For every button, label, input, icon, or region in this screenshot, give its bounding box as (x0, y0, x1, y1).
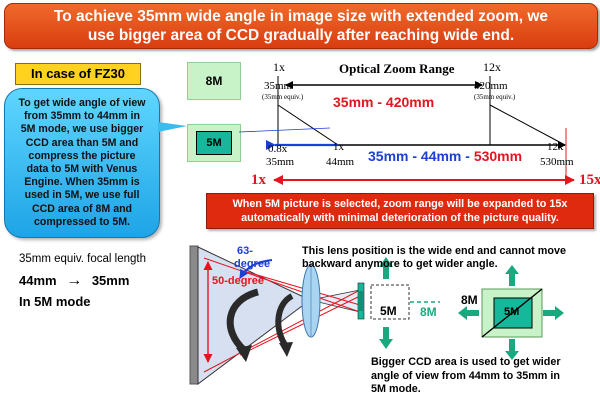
callout-line: data to 5M with Venus (26, 163, 138, 176)
focal-to: 35mm (91, 273, 130, 288)
sensor-5m-inner: 5M (196, 131, 232, 155)
wide-angle-pointer (239, 259, 273, 279)
expansion-line-1: When 5M picture is selected, zoom range … (232, 198, 568, 210)
ccd-right-arrow-icon (543, 306, 564, 320)
callout-line: Engine. When 35mm is (24, 176, 140, 189)
curved-arrow-right-icon (275, 293, 294, 348)
ray-4 (239, 295, 361, 356)
title-text: To achieve 35mm wide angle in image size… (5, 7, 597, 45)
ray-3 (239, 269, 361, 306)
narrow-angle-label: 50-degree (212, 275, 264, 287)
sensor-5m-box: 5M (187, 124, 241, 162)
mark-1x-label: 1x (333, 141, 344, 153)
right-equiv-label: (35mm equiv.) (474, 93, 516, 101)
green-down-arrow-icon (379, 327, 393, 349)
bottom-note-line: Bigger CCD area is used to get wider (371, 356, 561, 368)
pointer-line (238, 127, 331, 133)
title-line-2: use bigger area of CCD gradually after r… (87, 27, 515, 44)
left-focal-label: 35mm (264, 80, 293, 92)
callout-line: used in 5M, we use full (24, 189, 140, 202)
mark-12x-label: 12x (547, 141, 564, 153)
callout-line: 5M mode, we use bigger (20, 123, 144, 136)
ext-left-label: 1x (251, 172, 266, 188)
callout-line: CCD area than 5M and (25, 136, 139, 149)
wide-angle-label: 63- (237, 245, 253, 257)
right-focal-label: 420mm (474, 80, 508, 92)
focal-length-label: 35mm equiv. focal length (19, 253, 146, 265)
ccd-down-arrow-icon (505, 339, 519, 360)
mark-12x-focal: 530mm (540, 156, 574, 168)
subject-plane (189, 245, 199, 385)
focal-mode: In 5M mode (19, 294, 91, 309)
ccd-8m-label: 8M (461, 293, 478, 307)
range-8m-label: 35mm - 420mm (333, 94, 435, 110)
range-5m-label: 35mm - 44mm - 530mm (368, 148, 522, 164)
wide-end-note-2: backward anymore to get wider angle. (302, 258, 498, 270)
callout-line: To get wide angle of view (18, 97, 146, 109)
range-5m-part-b: - 44mm - (408, 148, 474, 164)
curved-arrow-left-head (236, 345, 252, 362)
bottom-note-line: 5M mode. (371, 383, 421, 395)
range-5m-part-c: 530mm (473, 148, 523, 164)
zoom-expansion-text: When 5M picture is selected, zoom range … (207, 197, 593, 225)
curved-arrow-right-head (279, 342, 293, 357)
title-line-1: To achieve 35mm wide angle in image size… (53, 8, 549, 25)
callout-line: compress the picture (28, 149, 136, 162)
left-mult-label: 1x (273, 60, 285, 74)
sensor-area-box (370, 284, 410, 320)
callout-line: CCD area of 8M and (31, 202, 133, 215)
sensor-8m-box: 8M (187, 62, 241, 100)
sensor-core (358, 291, 364, 311)
ccd-left-arrow-icon (458, 306, 479, 320)
mark-08x-label: 0.8x (268, 143, 288, 155)
ccd-diagonal (481, 288, 543, 338)
zoom-expansion-banner: When 5M picture is selected, zoom range … (206, 193, 594, 229)
case-label: In case of FZ30 (15, 63, 141, 85)
connector-left (277, 104, 339, 146)
title-banner: To achieve 35mm wide angle in image size… (4, 3, 598, 49)
sensor-5m-label: 5M (380, 304, 397, 318)
sensor-8m-label: 8M (420, 305, 437, 319)
curved-arrow-left-icon (226, 288, 260, 353)
ray-1 (203, 257, 361, 313)
wide-end-note-1: This lens position is the wide end and c… (302, 245, 566, 257)
ccd-up-arrow-icon (505, 265, 519, 286)
connector-right (489, 104, 566, 146)
expansion-line-2: automatically with minimal deterioration… (241, 212, 559, 224)
ext-right-label: 15x (579, 172, 600, 188)
mark-1x-focal: 44mm (326, 156, 355, 168)
callout-pointer (158, 122, 187, 132)
range-5m-part-a: 35mm (368, 148, 409, 164)
optical-zoom-heading: Optical Zoom Range (339, 61, 455, 76)
focal-change: 44mm → 35mm (19, 272, 129, 290)
explanation-callout: To get wide angle of view from 35mm to 4… (4, 88, 160, 238)
ccd-5m-label: 5M (504, 306, 520, 318)
callout-line: compressed to 5M. (34, 215, 130, 228)
wide-angle-label-2: degree (234, 258, 271, 270)
green-up-arrow-icon (379, 257, 393, 279)
focal-arrow-icon: → (66, 272, 83, 289)
mark-08x-focal: 35mm (266, 156, 295, 168)
callout-text: To get wide angle of view from 35mm to 4… (9, 97, 155, 229)
callout-line: from 35mm to 44mm in (24, 110, 140, 123)
view-cone (197, 246, 311, 385)
bottom-note: Bigger CCD area is used to get wider ang… (371, 356, 561, 397)
right-mult-label: 12x (483, 60, 501, 74)
bottom-note-line: angle of view from 44mm to 35mm in (371, 369, 560, 382)
left-equiv-label: (35mm equiv.) (262, 93, 304, 101)
focal-from: 44mm (19, 273, 57, 288)
